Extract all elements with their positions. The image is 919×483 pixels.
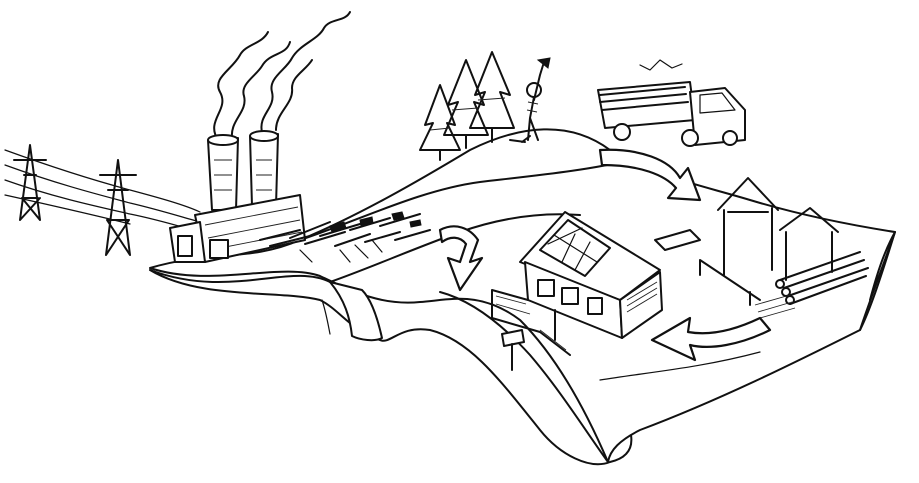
power-line-towers [4, 144, 201, 256]
timber-house-frame [699, 177, 839, 306]
arrow-hill-to-frame [598, 148, 702, 202]
smoking-factory [169, 11, 351, 263]
cycle-arrows [438, 148, 772, 362]
paper-landscape [149, 128, 896, 466]
lumberjack-with-axe [509, 57, 551, 143]
log-truck [597, 59, 746, 147]
arrow-frame-to-house [650, 316, 772, 362]
log-pile [654, 229, 869, 319]
arrow-house-to-factory [438, 225, 484, 292]
house-with-solar-panel [491, 211, 663, 356]
pine-trees [419, 51, 515, 161]
wood-debris-pile [259, 211, 431, 263]
mailbox [501, 329, 525, 371]
